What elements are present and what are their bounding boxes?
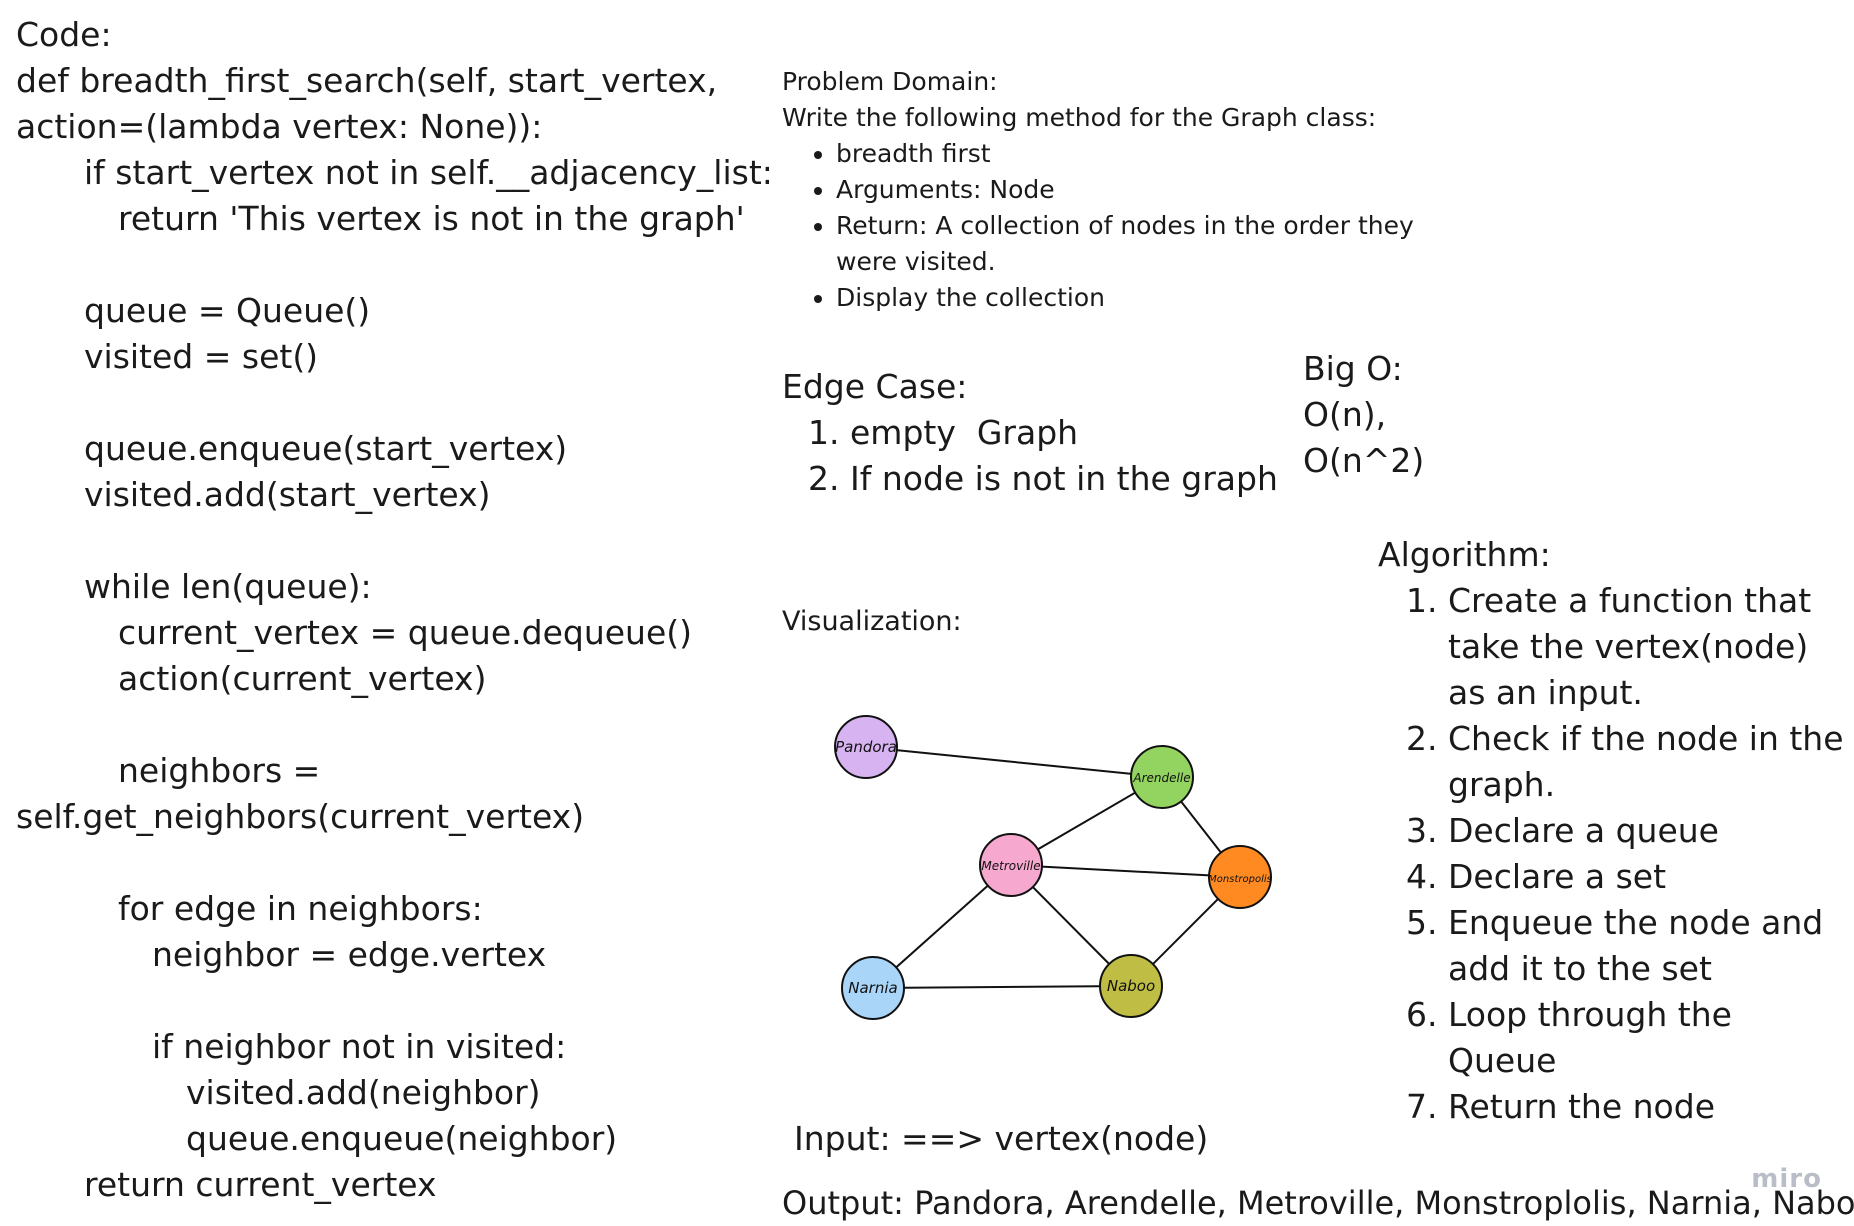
problem-domain-bullet: Display the collection [836, 280, 1542, 316]
edge-case-item: empty Graph [850, 410, 1282, 456]
edge-case-item: If node is not in the graph [850, 456, 1282, 502]
graph-node-label: Pandora [835, 738, 897, 756]
problem-domain-bullet: Arguments: Node [836, 172, 1542, 208]
visualization-title: Visualization: [782, 606, 962, 637]
miro-watermark: miro [1751, 1164, 1822, 1194]
problem-domain-bullet: Return: A collection of nodes in the ord… [836, 208, 1436, 280]
graph-node-circle [979, 833, 1043, 897]
graph-node-label: Naboo [1107, 977, 1155, 995]
code-line: if start_vertex not in self.__adjacency_… [84, 153, 773, 192]
edge-case: Edge Case: empty Graph If node is not in… [782, 364, 1282, 502]
graph-node-circle [1208, 845, 1272, 909]
code-line: current_vertex = queue.dequeue() [118, 613, 693, 652]
code-line: def breadth_first_search(self, start_ver… [16, 61, 718, 100]
graph-node-metroville: Metroville [979, 833, 1043, 897]
algorithm-steps: Create a function that take the vertex(n… [1378, 578, 1848, 1130]
code-line: if neighbor not in visited: [152, 1027, 567, 1066]
code-line: visited.add(neighbor) [186, 1073, 541, 1112]
graph-node-monstropolis: Monstropolis [1208, 845, 1272, 909]
code-line: visited.add(start_vertex) [84, 475, 491, 514]
algorithm-step: Return the node [1448, 1084, 1848, 1130]
graph-node-label: Arendelle [1132, 771, 1190, 785]
big-o-line: O(n^2) [1303, 441, 1425, 480]
graph-node-label: Monstropolis [1208, 874, 1272, 885]
graph-node-pandora: Pandora [834, 715, 898, 779]
algorithm-step: Create a function that take the vertex(n… [1448, 578, 1848, 716]
edge-case-list: empty Graph If node is not in the graph [782, 410, 1282, 502]
graph-edge-pandora-arendelle [865, 746, 1163, 778]
code-line: while len(queue): [84, 567, 372, 606]
code-line: queue = Queue() [84, 291, 371, 330]
graph-node-label: Metroville [981, 859, 1040, 873]
code-line: action(current_vertex) [118, 659, 487, 698]
algorithm-step: Enqueue the node and add it to the set [1448, 900, 1848, 992]
problem-domain-title: Problem Domain: [782, 67, 998, 96]
algorithm-step: Declare a queue [1448, 808, 1848, 854]
graph-node-circle [841, 956, 905, 1020]
algorithm-step: Loop through the Queue [1448, 992, 1848, 1084]
output-text: Output: Pandora, Arendelle, Metroville, … [782, 1184, 1854, 1222]
problem-domain-bullet: breadth first [836, 136, 1542, 172]
code-line: neighbors = [118, 751, 321, 790]
graph-node-naboo: Naboo [1099, 954, 1163, 1018]
graph-node-narnia: Narnia [841, 956, 905, 1020]
code-line: queue.enqueue(start_vertex) [84, 429, 568, 468]
code-line: for edge in neighbors: [118, 889, 483, 928]
algorithm-step: Declare a set [1448, 854, 1848, 900]
big-o-line: O(n), [1303, 395, 1387, 434]
code-line: visited = set() [84, 337, 319, 376]
algorithm: Algorithm: Create a function that take t… [1378, 532, 1848, 1130]
big-o: Big O: O(n), O(n^2) [1303, 346, 1553, 484]
graph-node-circle [1130, 745, 1194, 809]
code-line: neighbor = edge.vertex [152, 935, 547, 974]
problem-domain: Problem Domain: Write the following meth… [782, 64, 1542, 316]
code-line: self.get_neighbors(current_vertex) [16, 797, 585, 836]
input-text: Input: ==> vertex(node) [794, 1119, 1209, 1158]
graph-edge-narnia-naboo [872, 985, 1132, 989]
graph-node-arendelle: Arendelle [1130, 745, 1194, 809]
algorithm-step: Check if the node in the graph. [1448, 716, 1848, 808]
problem-domain-intro: Write the following method for the Graph… [782, 103, 1377, 132]
code-line: return 'This vertex is not in the graph' [118, 199, 745, 238]
graph-node-circle [834, 715, 898, 779]
problem-domain-list: breadth first Arguments: Node Return: A … [782, 136, 1542, 316]
graph-edge-metroville-monstropolis [1010, 864, 1241, 878]
graph-node-label: Narnia [848, 979, 897, 997]
algorithm-title: Algorithm: [1378, 535, 1551, 574]
graph-node-circle [1099, 954, 1163, 1018]
code-line: action=(lambda vertex: None)): [16, 107, 543, 146]
code-line: Code: [16, 15, 112, 54]
edge-case-title: Edge Case: [782, 367, 968, 406]
big-o-title: Big O: [1303, 349, 1403, 388]
code-line: queue.enqueue(neighbor) [186, 1119, 618, 1158]
code-line: return current_vertex [84, 1165, 437, 1204]
